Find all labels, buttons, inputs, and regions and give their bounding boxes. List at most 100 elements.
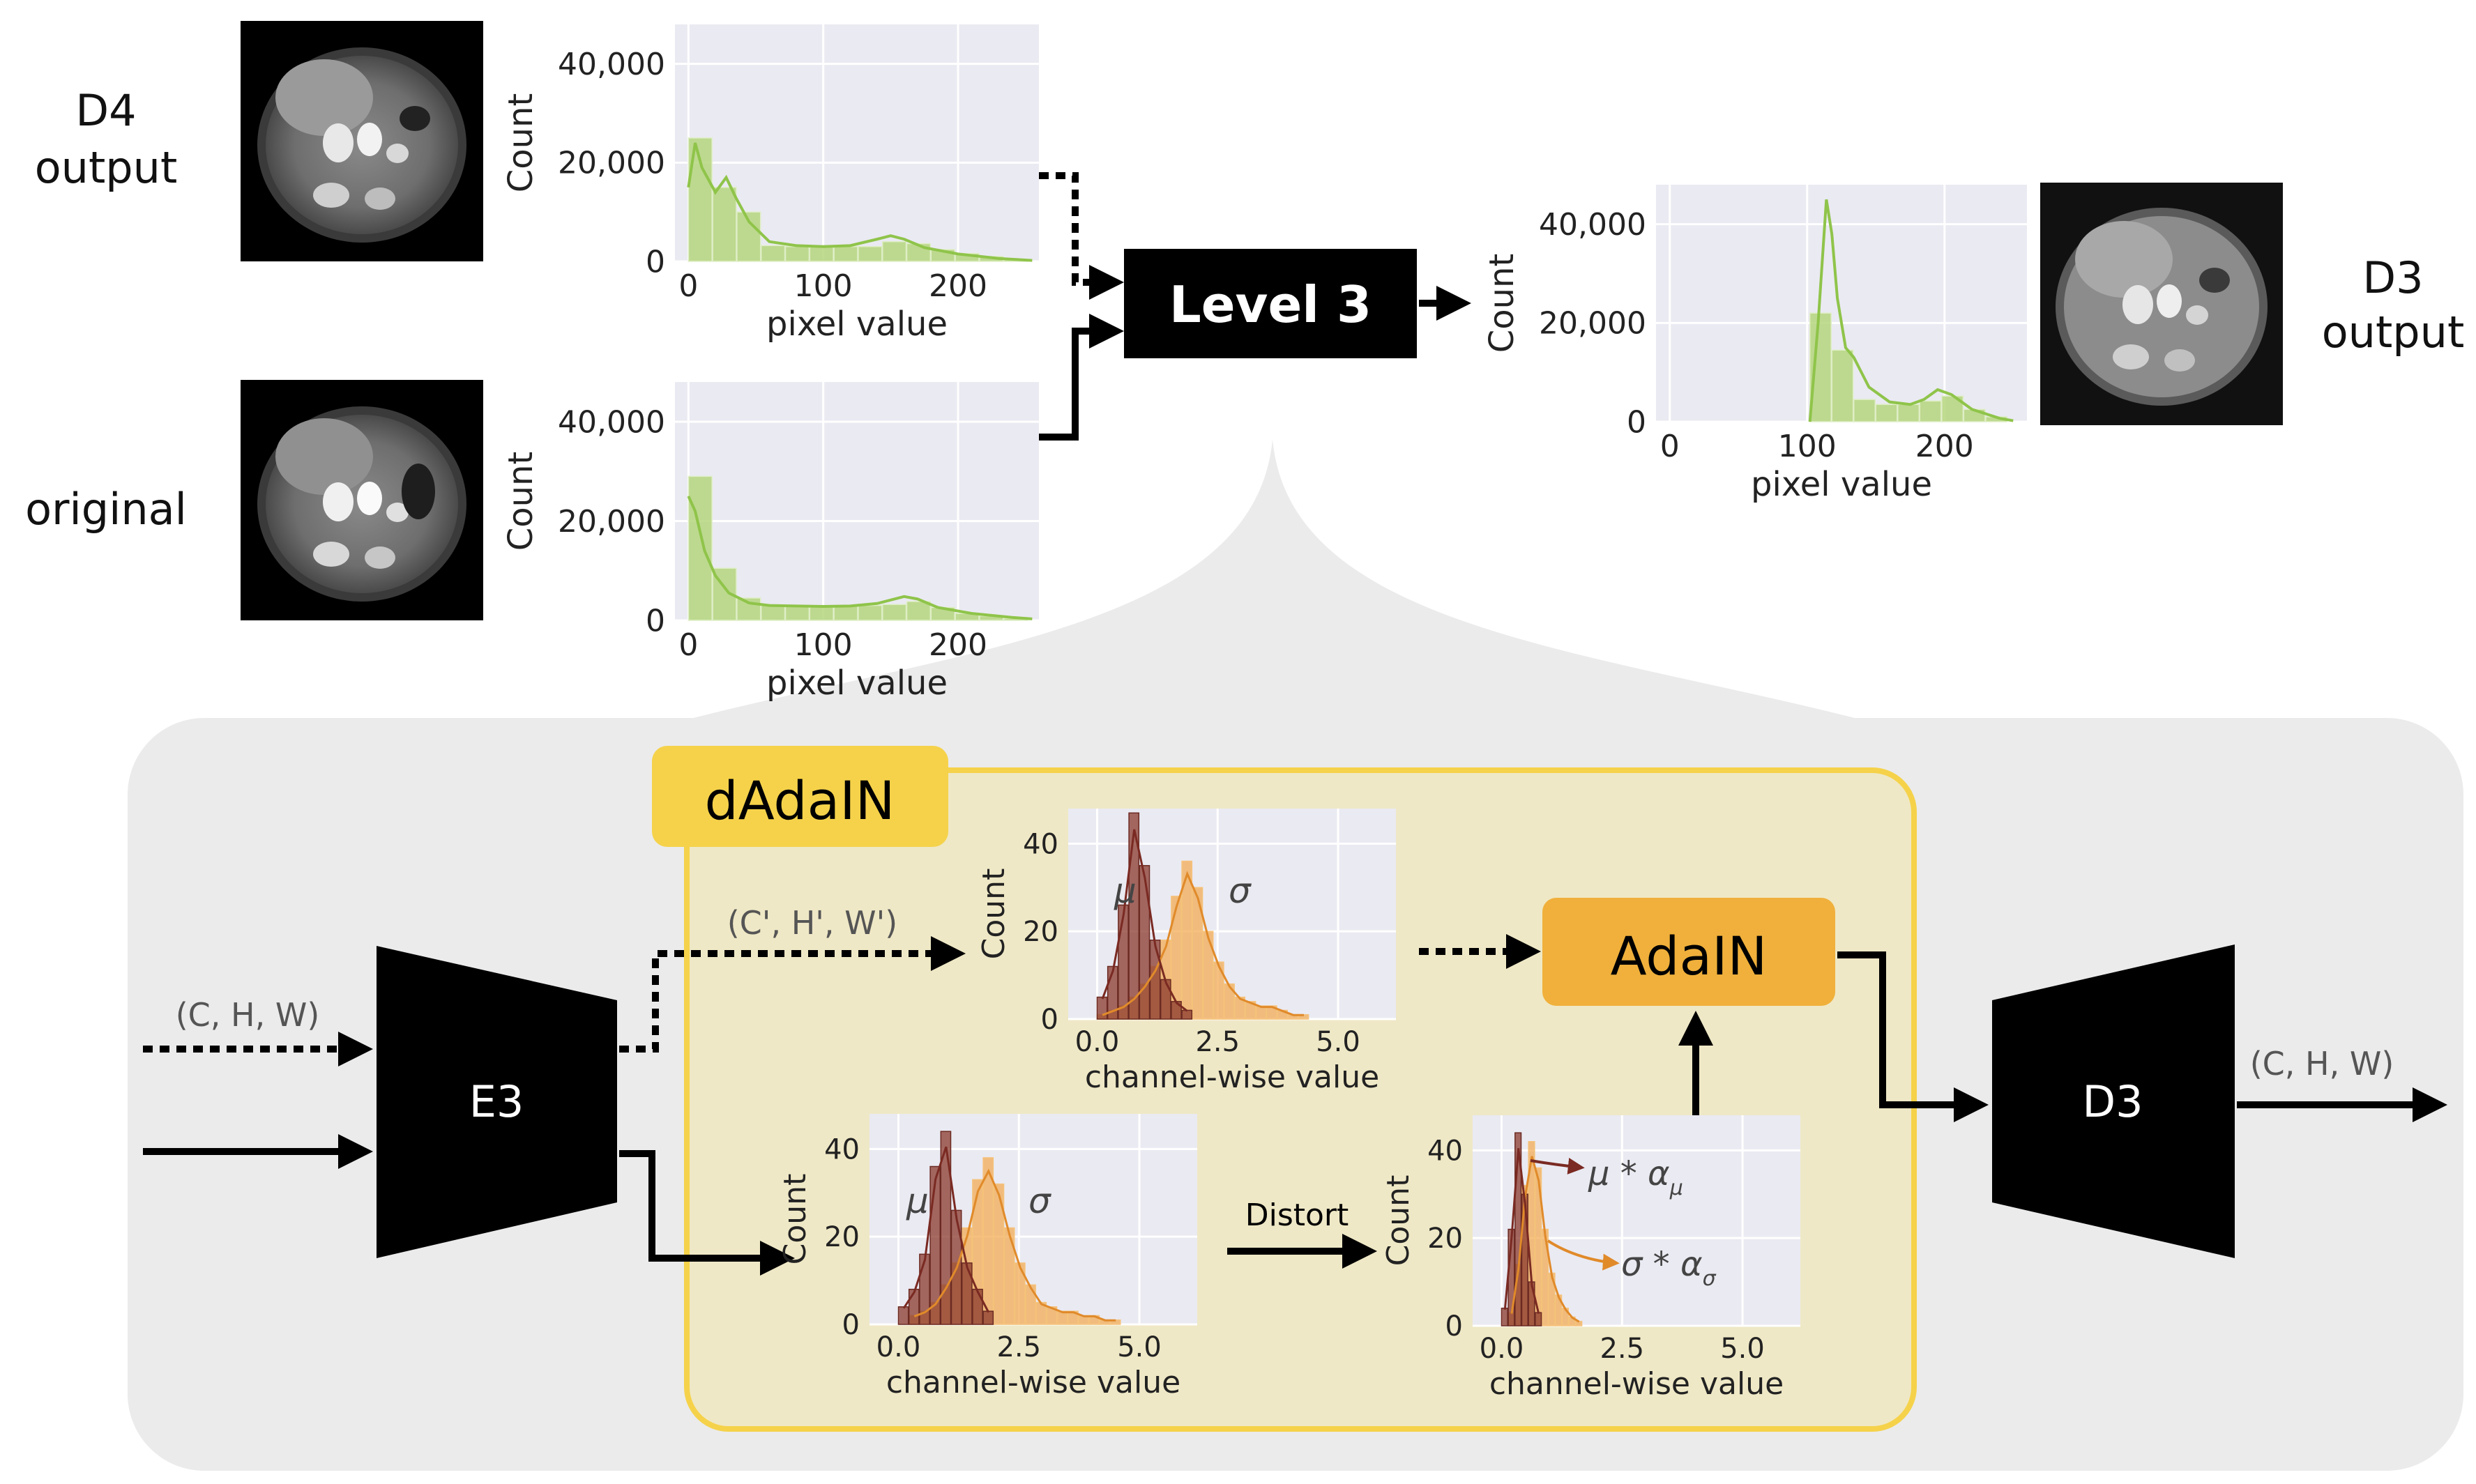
mu-alpha-base: μ * α (1588, 1154, 1670, 1193)
d3-output-label-line2: output (2322, 307, 2465, 358)
y-axis-label: Count (501, 93, 540, 193)
zoom-callout-shape (680, 439, 1869, 721)
sigma-alpha-pointer (1547, 1239, 1620, 1271)
y-tick-label: 40 (1427, 1135, 1463, 1167)
y-axis-label: Count (501, 452, 540, 551)
bar (858, 246, 883, 262)
bar-sigma (1245, 1001, 1256, 1020)
bar-mu (1118, 904, 1129, 1020)
y-tick-label: 0 (646, 603, 665, 638)
x-tick-label: 200 (1915, 429, 1974, 464)
bar-sigma (1266, 1005, 1277, 1020)
bar-mu (1128, 812, 1140, 1020)
y-tick-label: 0 (1627, 404, 1646, 440)
bar (906, 601, 932, 621)
style-mu-label: μ (1114, 871, 1137, 911)
sigma-alpha-base: σ * α (1621, 1245, 1703, 1284)
bar-mu (1149, 940, 1161, 1020)
x-tick-label: 5.0 (1316, 1026, 1360, 1058)
bar (760, 245, 786, 262)
bar-mu (1160, 979, 1171, 1020)
kde-line-sigma (1102, 871, 1304, 1016)
bar (833, 605, 858, 621)
y-axis-label: Count (976, 869, 1012, 960)
bar-sigma (1192, 887, 1203, 1020)
mu-alpha-sub: μ (1669, 1176, 1683, 1200)
y-axis-label: Count (1381, 1175, 1416, 1267)
adain-label: AdaIN (1611, 925, 1768, 987)
style-shape-label: (C', H', W') (727, 904, 898, 942)
ct-scan-d3-output (2040, 183, 2283, 425)
x-tick-label: 2.5 (1195, 1026, 1240, 1058)
kde-line (687, 496, 1033, 620)
distort-label: Distort (1245, 1198, 1349, 1233)
x-axis-label: pixel value (766, 664, 948, 703)
original-label: original (25, 484, 187, 535)
bar-sigma (1046, 1306, 1058, 1325)
y-tick-label: 0 (1445, 1310, 1463, 1343)
x-tick-label: 0 (678, 627, 698, 663)
kde-line (1808, 199, 2014, 422)
bar (1919, 400, 1942, 422)
bar-mu (1535, 1312, 1542, 1326)
bar-sigma (993, 1183, 1005, 1325)
y-tick-label: 40 (824, 1133, 860, 1165)
x-tick-label: 2.5 (1600, 1333, 1644, 1365)
bar (858, 604, 883, 621)
bar (784, 605, 810, 621)
d3-output-label-line1: D3 (2362, 252, 2423, 303)
adain-box (1542, 898, 1835, 1006)
kde-line-mu (902, 1146, 990, 1313)
bar-mu (1501, 1308, 1508, 1326)
adain-to-d3-arrow (1837, 951, 1989, 1122)
x-axis-label: channel-wise value (886, 1365, 1180, 1400)
bar-mu (897, 1306, 909, 1325)
input-shape-label: (C, H, W) (176, 996, 320, 1034)
content-mu-label: μ (906, 1181, 929, 1221)
y-tick-label: 20 (1427, 1223, 1463, 1255)
x-tick-label: 100 (794, 627, 853, 663)
decoder-d3-label: D3 (2082, 1076, 2143, 1127)
y-tick-label: 40,000 (558, 404, 665, 440)
x-axis-label: channel-wise value (1085, 1060, 1379, 1095)
y-tick-label: 0 (1041, 1004, 1058, 1036)
y-tick-label: 40,000 (1539, 207, 1646, 243)
x-axis-label: pixel value (766, 305, 948, 344)
decoder-d3-block (1992, 944, 2235, 1258)
output-shape-label: (C, H, W) (2250, 1045, 2394, 1083)
y-tick-label: 20,000 (558, 504, 665, 540)
bar-mu (972, 1288, 983, 1325)
bar-sigma (982, 1157, 994, 1325)
e3-to-style-hist-dotted-arrow (619, 936, 966, 1053)
bar (688, 475, 713, 621)
bar-mu (1181, 1009, 1193, 1020)
y-axis-label: Count (777, 1174, 813, 1265)
kde-line-mu (1503, 1148, 1540, 1314)
level-3-label: Level 3 (1169, 275, 1372, 334)
bar-sigma (1068, 1310, 1079, 1325)
style-sigma-label: σ (1229, 871, 1252, 911)
ct-scan-d4-output (241, 21, 483, 261)
bar (881, 240, 907, 262)
dadain-label-box (652, 746, 948, 847)
bar-mu (940, 1131, 952, 1325)
bar (809, 606, 834, 621)
original-to-level3-arrow (1039, 314, 1124, 441)
x-tick-label: 100 (1778, 429, 1837, 464)
kde-line-mu (1101, 829, 1188, 1012)
x-axis-label: pixel value (1751, 465, 1932, 504)
ct-scan-original (241, 380, 483, 620)
sigma-alpha-sub: σ (1703, 1267, 1717, 1291)
e3-to-content-hist-arrow (619, 1150, 795, 1276)
y-tick-label: 20,000 (558, 146, 665, 181)
bar-sigma (1025, 1284, 1036, 1325)
bar (1831, 349, 1854, 422)
